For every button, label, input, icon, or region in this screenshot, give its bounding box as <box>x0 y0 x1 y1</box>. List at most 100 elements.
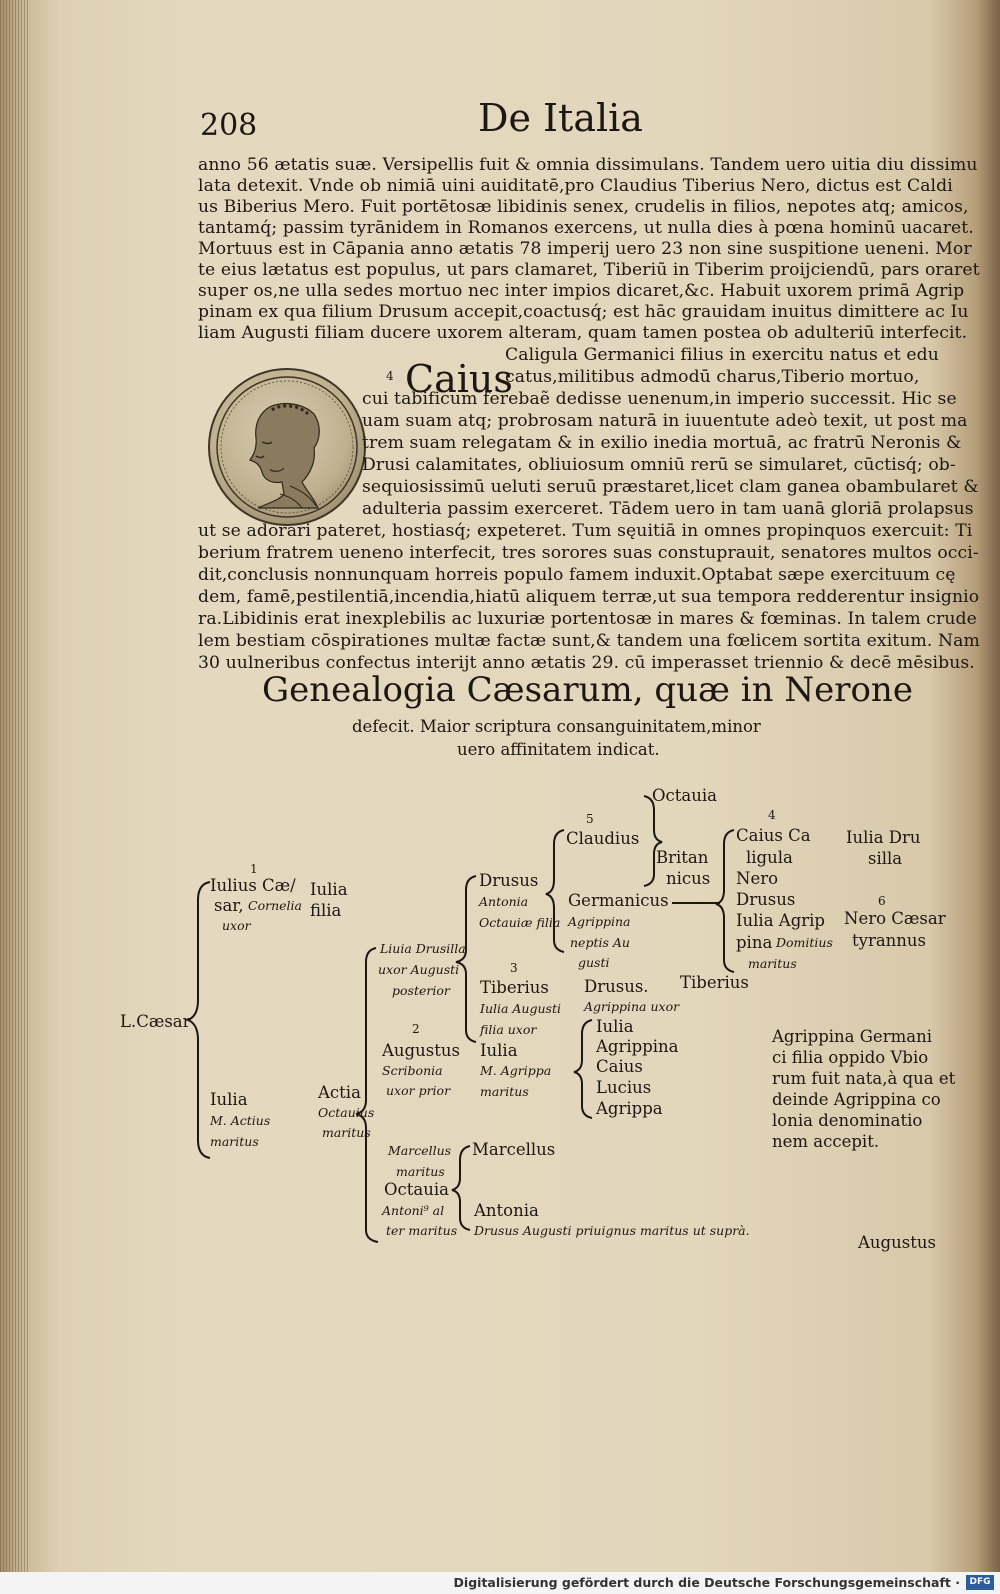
node-julius-caesar: sar, <box>214 896 244 915</box>
body-line: dit,conclusis nonnunquam horreis populo … <box>198 565 956 585</box>
brace-claudius-germanicus <box>545 829 565 953</box>
genealogy-subtitle: defecit. Maior scriptura consanguinitate… <box>352 717 761 736</box>
body-line: catus,militibus admodū charus,Tiberio mo… <box>505 367 920 387</box>
spouse-label: maritus <box>748 956 797 971</box>
emperor-number: 6 <box>878 894 886 908</box>
node-iulia: Iulia <box>596 1017 634 1036</box>
digitization-footer: Digitalisierung gefördert durch die Deut… <box>0 1572 1000 1594</box>
brace-germanicus-children <box>715 829 735 973</box>
body-line: te eius lætatus est populus, ut pars cla… <box>198 260 980 280</box>
body-line: 30 uulneribus confectus interijt anno æt… <box>198 653 975 673</box>
spouse-label: maritus <box>210 1134 259 1149</box>
note-line: nem accepit. <box>772 1132 880 1151</box>
node-drusus: Drusus <box>479 871 539 890</box>
spouse-label: posterior <box>392 983 450 998</box>
note-line: lonia denominatio <box>772 1111 923 1130</box>
spouse-label: neptis Au <box>570 935 630 950</box>
node-iulia-filia: Iulia <box>310 880 348 899</box>
brace-drusus-tiberius <box>455 875 477 1043</box>
node-actia: Actia <box>318 1083 361 1102</box>
footer-credit: Digitalisierung gefördert durch die Deut… <box>453 1575 960 1590</box>
spouse-label: ter maritus <box>386 1223 458 1238</box>
running-title: De Italia <box>478 96 643 140</box>
body-line: ut se adorari pateret, hostiasq́; expete… <box>198 521 973 541</box>
node-caius-caligula: ligula <box>746 848 793 867</box>
body-line: adulteria passim exerceret. Tādem uero i… <box>362 499 974 519</box>
node-agrippina: Agrippina <box>596 1037 679 1056</box>
genealogy-subtitle: uero affinitatem indicat. <box>457 740 660 759</box>
body-line: tantamq́; passim tyrānidem in Romanos ex… <box>198 218 974 238</box>
node-caius: Caius <box>596 1057 643 1076</box>
caligula-portrait-medallion <box>208 368 366 526</box>
note-line: Agrippina Germani <box>772 1027 932 1046</box>
spouse-label: gusti <box>578 955 610 970</box>
body-line: Caligula Germanici filius in exercitu na… <box>505 345 939 365</box>
node-lucius: Lucius <box>596 1078 652 1097</box>
node-tiberius: Tiberius <box>680 973 749 992</box>
spouse-label: Domitius <box>776 935 833 950</box>
page-number: 208 <box>200 108 258 143</box>
brace-agrippa-children <box>573 1019 593 1119</box>
note-line: ci filia oppido Vbio <box>772 1048 929 1067</box>
spouse-label: Iulia Augusti <box>480 1001 561 1016</box>
catchword: Augustus <box>858 1233 936 1252</box>
note-line: rum fuit nata,à qua et <box>772 1069 956 1088</box>
node-iulia-agrippina: Iulia Agrip <box>736 911 825 930</box>
genealogy-title: Genealogia Cæsarum, quæ in Nerone <box>262 670 913 710</box>
spouse-label: Liuia Drusilla <box>380 941 466 956</box>
node-iulia-filia: filia <box>310 901 342 920</box>
body-line: lata detexit. Vnde ob nimiā uini auidita… <box>198 176 953 196</box>
spouse-label: M. Actius <box>210 1113 271 1128</box>
spouse-label: uxor <box>222 918 251 933</box>
node-iulia-agrippina: pina <box>736 933 773 952</box>
node-britannicus: nicus <box>666 869 711 888</box>
node-agrippa: Agrippa <box>596 1099 663 1118</box>
node-julius-caesar: Iulius Cæ/ <box>210 876 296 895</box>
spouse-label: Octauius <box>318 1105 375 1120</box>
node-iulia-drusilla: silla <box>868 849 903 868</box>
spouse-label: Scribonia <box>382 1063 443 1078</box>
spouse-label: Agrippina <box>568 914 631 929</box>
page-stack-edge <box>0 0 30 1572</box>
node-lcaesar: L.Cæsar <box>120 1012 191 1031</box>
node-augustus: Augustus <box>382 1041 460 1060</box>
body-line: Drusi calamitates, obliuiosum omniū rerū… <box>362 455 956 475</box>
emperor-number: 4 <box>386 369 394 383</box>
body-line: anno 56 ætatis suæ. Versipellis fuit & o… <box>198 155 978 175</box>
node-drusus: Drusus. <box>584 977 649 996</box>
body-line: berium fratrem ueneno interfecit, tres s… <box>198 543 979 563</box>
node-marcellus: Marcellus <box>472 1140 556 1159</box>
body-line: liam Augusti filiam ducere uxorem altera… <box>198 323 968 343</box>
spouse-label: Marcellus <box>388 1143 452 1158</box>
node-tiberius: Tiberius <box>480 978 549 997</box>
body-line: pinam ex qua filium Drusum accepit,coact… <box>198 302 969 322</box>
spouse-label: maritus <box>396 1164 445 1179</box>
spouse-label: Drusus Augusti priuignus maritus ut supr… <box>474 1223 750 1238</box>
node-claudius: Claudius <box>566 829 640 848</box>
body-line: uam suam atq; probrosam naturā in iuuent… <box>362 411 968 431</box>
node-iulia-drusilla: Iulia Dru <box>846 828 921 847</box>
node-germanicus: Germanicus <box>568 891 669 910</box>
spouse-label: uxor prior <box>386 1083 451 1098</box>
emperor-number: 4 <box>768 808 776 822</box>
spouse-label: Antoni⁹ al <box>382 1203 445 1218</box>
dfg-logo: DFG <box>966 1575 994 1590</box>
brace-claudius-children <box>643 795 663 887</box>
body-line: Mortuus est in Cāpania anno ætatis 78 im… <box>198 239 972 259</box>
spouse-label: Cornelia <box>248 898 302 913</box>
spouse-label: uxor Augusti <box>378 962 460 977</box>
spouse-label: Octauiæ filia <box>479 915 561 930</box>
body-line: us Biberius Mero. Fuit portētosæ libidin… <box>198 197 969 217</box>
note-line: deinde Agrippina co <box>772 1090 941 1109</box>
spouse-label: maritus <box>322 1125 371 1140</box>
node-nero-caesar: Nero Cæsar <box>844 909 946 928</box>
body-line: super os,ne ulla sedes mortuo nec inter … <box>198 281 965 301</box>
emperor-number: 5 <box>586 812 594 826</box>
body-line: dem, famē,pestilentiā,incendia,hiatū ali… <box>198 587 980 607</box>
node-nero: Nero <box>736 869 779 888</box>
node-drusus: Drusus <box>736 890 796 909</box>
spouse-label: M. Agrippa <box>480 1063 552 1078</box>
body-line: cui tabificum ferebaẽ dedisse uenenum,in… <box>362 389 957 409</box>
